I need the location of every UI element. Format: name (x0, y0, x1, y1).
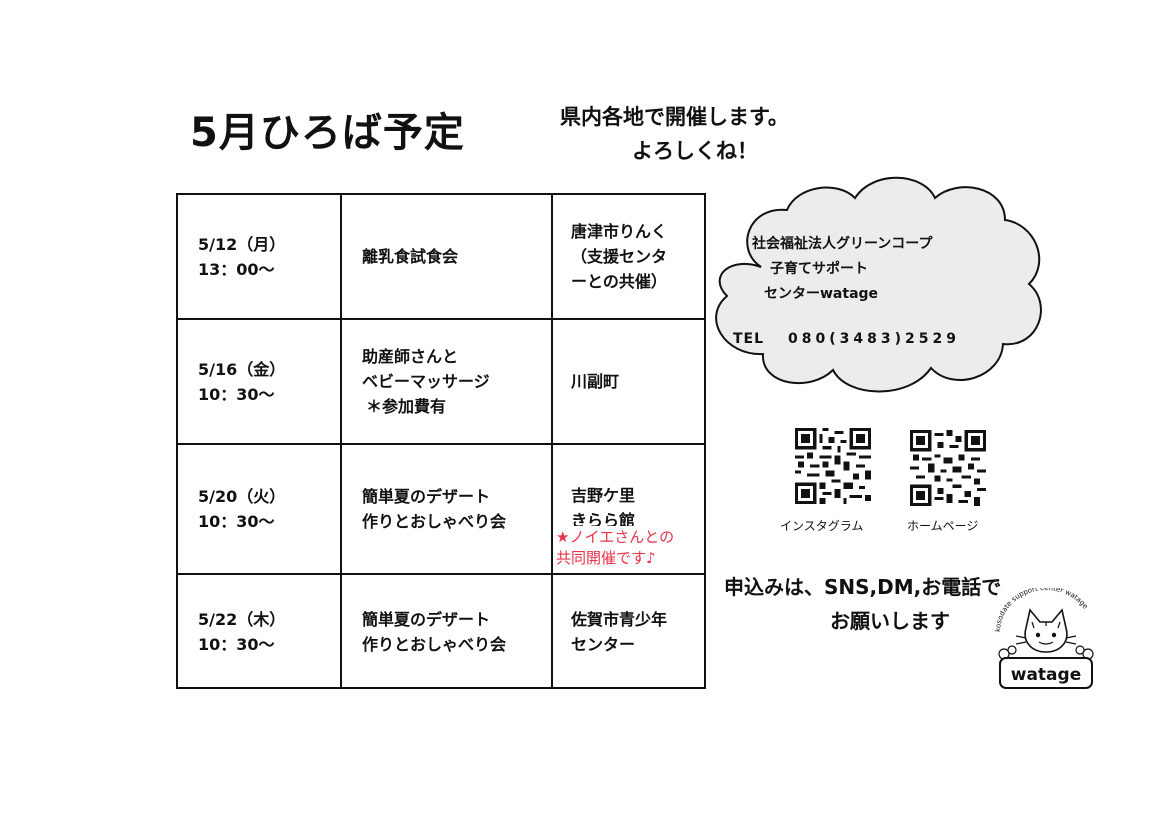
subtitle-line-1: 県内各地で開催します。 (560, 105, 789, 129)
instagram-label: インスタグラム (780, 519, 864, 533)
place-cell: 佐賀市青少年 センター (553, 575, 704, 689)
table-row: 5/22（木） 10：30～ 簡単夏のデザート 作りとおしゃべり会 佐賀市青少年… (178, 573, 704, 689)
watage-cat-logo: kosodate support center watage watage (994, 588, 1094, 689)
date-text: 5/16（金） (198, 359, 286, 379)
apply-line-2: お願いします (830, 609, 950, 633)
event-cell: 助産師さんと ベビーマッサージ ＊参加費有 (342, 320, 553, 443)
tel-number: 080(3483)2529 (788, 331, 960, 347)
place-cell: 吉野ケ里 きらら館 (553, 445, 704, 573)
event-line: ベビーマッサージ (362, 372, 490, 391)
subtitle-line-2: よろしくね！ (632, 139, 758, 163)
apply-message: 申込みは、SNS,DM,お電話で お願いします (724, 570, 1001, 638)
place-line: センター (571, 635, 636, 654)
page-title: 5月ひろば予定 (190, 110, 465, 156)
event-line: 作りとおしゃべり会 (362, 512, 507, 531)
place-line: 佐賀市青少年 (571, 610, 668, 629)
date-cell: 5/22（木） 10：30～ (178, 575, 342, 689)
place-line: ーとの共催） (571, 272, 667, 291)
apply-line-1: 申込みは、SNS,DM,お電話で (724, 575, 1002, 599)
instagram-qr-code[interactable] (795, 428, 871, 504)
note-line: ★ノイエさんとの (556, 528, 675, 546)
event-line: 離乳食試食会 (362, 247, 459, 266)
homepage-label: ホームページ (907, 519, 979, 533)
logo-text: watage (1011, 665, 1081, 685)
event-line: 助産師さんと (362, 347, 459, 366)
event-line: 簡単夏のデザート (362, 487, 491, 506)
date-text: 5/20（火） (198, 487, 286, 506)
cohost-note: ★ノイエさんとの 共同開催です♪ (554, 526, 677, 570)
place-line: （支援センタ (571, 247, 668, 266)
time-text: 10：30～ (198, 512, 275, 531)
tel-label: TEL (733, 331, 765, 347)
date-text: 5/22（木） (198, 610, 286, 629)
event-line: ＊参加費有 (366, 397, 447, 416)
org-phone: TEL 080(3483)2529 (733, 331, 960, 347)
event-line: 簡単夏のデザート (362, 610, 491, 629)
homepage-qr-code[interactable] (910, 430, 986, 506)
place-cell: 唐津市りんく （支援センタ ーとの共催） (553, 195, 704, 318)
time-text: 13：00～ (198, 259, 275, 279)
date-cell: 5/20（火） 10：30～ (178, 445, 342, 573)
date-cell: 5/12（月） 13：00～ (178, 195, 342, 318)
place-cell: 川副町 (553, 320, 704, 443)
date-cell: 5/16（金） 10：30～ (178, 320, 342, 443)
schedule-table: 5/12（月） 13：00～ 離乳食試食会 唐津市りんく （支援センタ ーとの共… (176, 193, 706, 689)
place-line: 唐津市りんく (571, 222, 668, 241)
org-info: 社会福祉法人グリーンコープ 子育てサポート センターwatage (752, 232, 932, 307)
table-row: 5/12（月） 13：00～ 離乳食試食会 唐津市りんく （支援センタ ーとの共… (178, 195, 704, 318)
time-text: 10：30～ (198, 635, 275, 654)
event-cell: 簡単夏のデザート 作りとおしゃべり会 (342, 575, 553, 689)
event-cell: 離乳食試食会 (342, 195, 553, 318)
place-line: 吉野ケ里 (571, 486, 636, 505)
event-line: 作りとおしゃべり会 (362, 635, 507, 654)
note-line: 共同開催です♪ (556, 549, 656, 567)
cloud-shape (715, 176, 1042, 393)
table-row: 5/16（金） 10：30～ 助産師さんと ベビーマッサージ ＊参加費有 川副町 (178, 318, 704, 443)
place-line: 川副町 (571, 372, 620, 391)
place-line: きらら館 (571, 511, 636, 530)
org-name: 社会福祉法人グリーンコープ (752, 236, 933, 252)
time-text: 10：30～ (198, 384, 275, 404)
subtitle: 県内各地で開催します。 よろしくね！ (560, 100, 840, 168)
event-cell: 簡単夏のデザート 作りとおしゃべり会 (342, 445, 553, 573)
date-text: 5/12（月） (198, 234, 286, 254)
table-row: 5/20（火） 10：30～ 簡単夏のデザート 作りとおしゃべり会 吉野ケ里 き… (178, 443, 704, 573)
org-center-name: センターwatage (764, 286, 879, 302)
org-center-line: 子育てサポート (770, 261, 868, 277)
